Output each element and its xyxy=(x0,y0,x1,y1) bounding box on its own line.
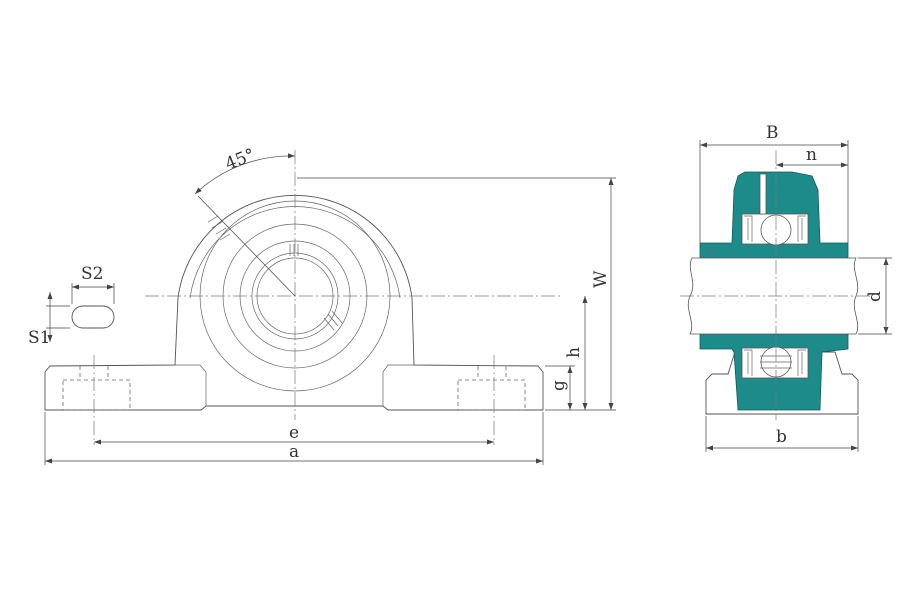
e-label: e xyxy=(289,423,299,443)
bolt-hole-left xyxy=(62,379,131,411)
s1-label: S1 xyxy=(28,328,50,348)
slot-shape xyxy=(71,305,115,329)
bolt-hole-right xyxy=(457,379,526,411)
bolt-slot-right xyxy=(477,366,507,380)
side-view: B n d b xyxy=(680,123,892,452)
front-view: 45° S2 S1 e a W h g xyxy=(28,145,616,465)
collar-marks xyxy=(707,246,715,256)
w-label: W xyxy=(591,270,611,288)
base-shoulder-left xyxy=(175,364,207,406)
h-label: h xyxy=(564,347,584,358)
d-label: d xyxy=(865,291,885,302)
base-shoulder-right xyxy=(382,364,414,406)
upper-seal-left xyxy=(744,215,753,242)
housing-outline xyxy=(44,194,544,411)
angle-leader xyxy=(197,195,296,297)
angle-label: 45° xyxy=(223,145,258,175)
grease-mark-45 xyxy=(207,215,231,241)
upper-seal-right xyxy=(797,215,806,242)
lower-seal-right xyxy=(797,349,806,376)
bolt-slot-left xyxy=(79,366,109,380)
s2-label: S2 xyxy=(81,264,103,284)
set-screw-mark-top xyxy=(289,244,299,256)
b-label: b xyxy=(776,427,787,447)
g-label: g xyxy=(549,380,569,391)
upper-screw-slot xyxy=(759,173,767,215)
B-label: B xyxy=(766,123,779,143)
set-screw-mark-diag xyxy=(323,310,343,331)
side-housing-outline xyxy=(705,351,859,415)
a-label: a xyxy=(289,442,299,462)
lower-seal-left xyxy=(744,349,753,376)
angle-arc xyxy=(194,153,296,195)
n-label: n xyxy=(806,145,817,165)
